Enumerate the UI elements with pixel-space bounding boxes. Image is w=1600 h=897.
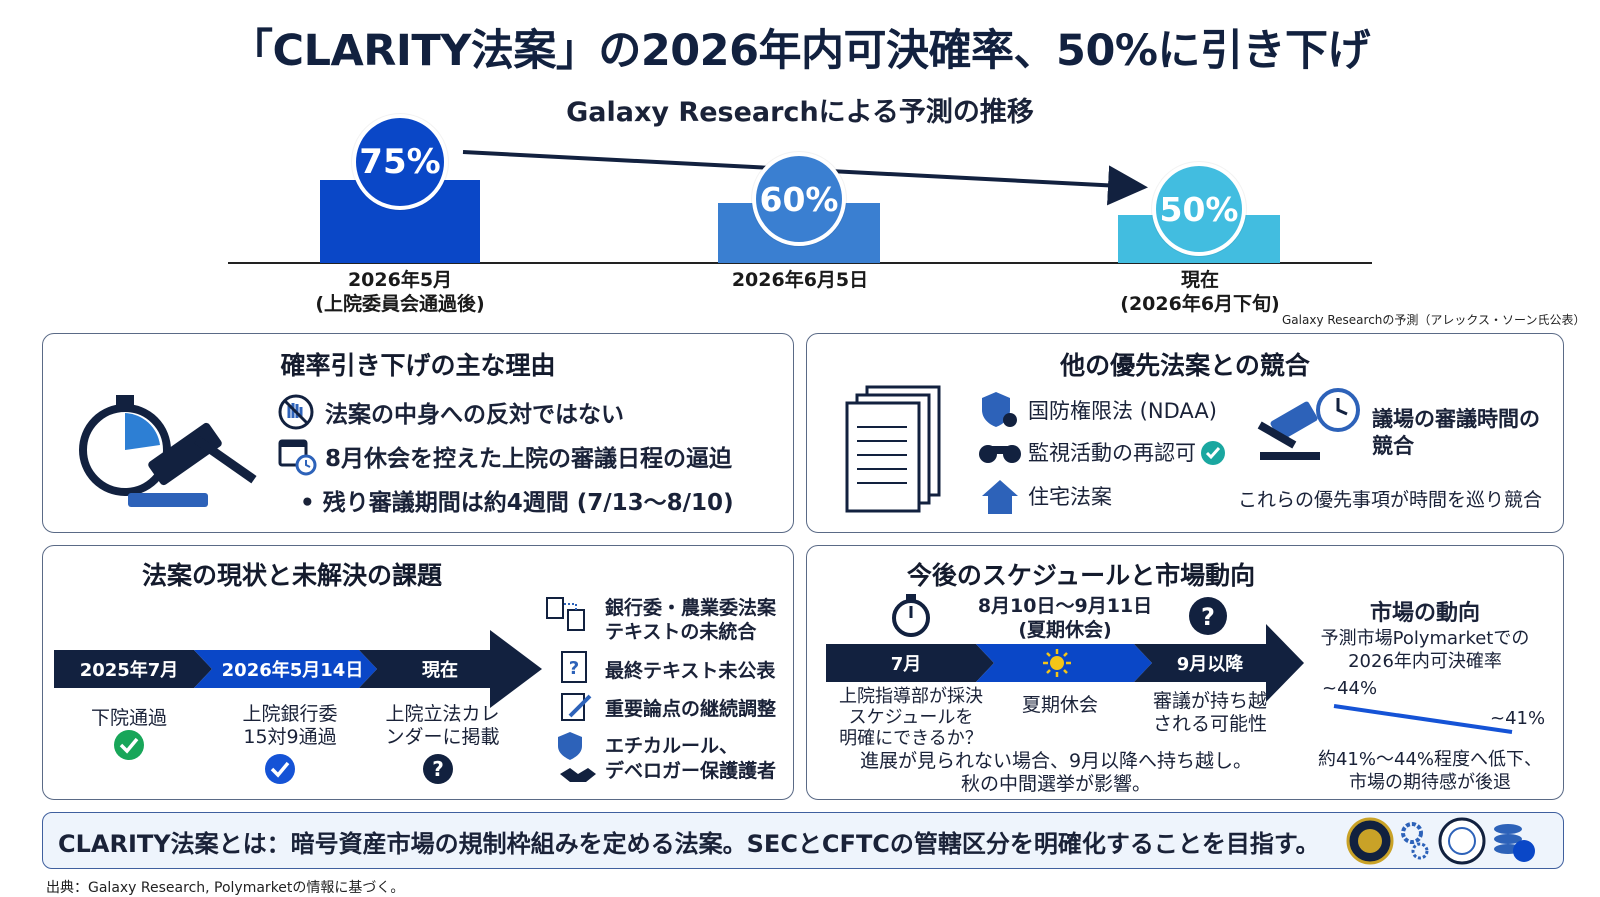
status-desc-1: 下院通過 [90, 707, 167, 729]
svg-text:?: ? [432, 757, 444, 781]
check-teal-icon [1201, 441, 1225, 465]
status-step-1: 2025年7月 [79, 660, 179, 681]
source-text: 出典：Galaxy Research, Polymarketの情報に基づく。 [46, 880, 405, 896]
page-title: 「CLARITY法案」の2026年内可決確率、50%に引き下げ [230, 26, 1370, 76]
schedule-step-1: 7月 [890, 654, 922, 675]
svg-text:?: ? [569, 658, 579, 679]
schedule-desc-2: 夏期休会 [1021, 694, 1098, 716]
market-heading: 市場の動向 [1369, 601, 1480, 626]
sun-icon [1043, 649, 1071, 677]
circle-50: 50% [1152, 162, 1246, 256]
market-note: 約41%〜44%程度へ低下、市場の期待感が後退 [1317, 749, 1542, 793]
competition-side-label: 議場の審議時間の競合 [1372, 407, 1540, 458]
status-step-2: 2026年5月14日 [221, 660, 364, 681]
issue-4: エチカルール、デベロガー保護護者 [605, 735, 777, 782]
house-icon [982, 480, 1018, 514]
schedule-step-3: 9月以降 [1176, 654, 1244, 675]
hand-stop-icon [278, 394, 314, 430]
issue-3: 重要論点の継続調整 [605, 698, 777, 720]
issue-1: 銀行委・農業委法案テキストの未統合 [605, 597, 777, 643]
timeline-label-may: 2026年5月(上院委員会通過後) [315, 269, 485, 315]
issue-2: 最終テキスト未公表 [605, 660, 776, 682]
documents-icon [845, 385, 941, 513]
reason-bullet: • 残り審議期間は約4週間 (7/13〜8/10) [300, 490, 734, 516]
gavel-clock-icon [1257, 388, 1360, 460]
circle-60: 60% [752, 152, 846, 246]
check-green-icon [114, 730, 144, 760]
page-subtitle: Galaxy Researchによる予測の推移 [566, 97, 1034, 128]
source-note: Galaxy Researchの予測（アレックス・ソーン氏公表） [1282, 313, 1586, 327]
schedule-period: 8月10日〜9月11日(夏期休会) [977, 595, 1153, 641]
status-step-3: 現在 [422, 660, 458, 681]
competition-item-2: 監視活動の再認可 [1028, 441, 1196, 465]
calendar-clock-icon [278, 439, 317, 476]
check-blue-icon [265, 754, 295, 784]
schedule-desc-1: 上院指導部が採決スケジュールを明確にできるか？ [839, 686, 983, 749]
competition-side-note: これらの優先事項が時間を巡り競合 [1238, 489, 1543, 511]
svg-text:?: ? [1201, 603, 1215, 631]
binoculars-icon [979, 445, 1021, 463]
reason-1: 法案の中身への反対ではない [325, 402, 624, 428]
trend-arrow [462, 150, 1148, 206]
stopwatch-gavel-icon [79, 395, 257, 507]
stopwatch-icon [892, 594, 930, 637]
documents-link-icon [546, 597, 585, 631]
circle-75: 75% [352, 114, 448, 210]
competition-item-3: 住宅法案 [1028, 485, 1112, 509]
schedule-desc-3: 審議が持ち越される可能性 [1152, 690, 1267, 735]
competition-item-1: 国防権限法 (NDAA) [1028, 399, 1217, 423]
timeline-label-now: 現在(2026年6月下旬) [1120, 269, 1280, 315]
market-start: ~44% [1322, 678, 1378, 699]
panel-competition-heading: 他の優先法案との競合 [1060, 351, 1310, 380]
document-edit-icon [561, 693, 592, 721]
question-circle-icon: ? [1189, 597, 1227, 635]
reason-2: 8月休会を控えた上院の審議日程の逼迫 [325, 446, 733, 472]
status-desc-3: 上院立法カレンダーに掲載 [385, 703, 500, 748]
definition-box [42, 812, 1564, 869]
panel-status-heading: 法案の現状と未解決の課題 [141, 561, 442, 590]
regulator-seals-icon [1346, 817, 1535, 865]
market-end: ~41% [1490, 708, 1546, 729]
timeline-baseline [228, 262, 1372, 264]
document-question-icon: ? [561, 651, 587, 683]
timeline-label-june5: 2026年6月5日 [731, 269, 869, 291]
shield-gear-icon [982, 392, 1017, 427]
definition-text: CLARITY法案とは：暗号資産市場の規制枠組みを定める法案。SECとCFTCの… [58, 830, 1320, 858]
schedule-note: 進展が見られない場合、9月以降へ持ち越し。秋の中間選挙が影響。 [859, 750, 1253, 795]
question-icon: ? [423, 754, 453, 784]
panel-reasons-heading: 確率引き下げの主な理由 [280, 351, 556, 380]
status-chevrons [54, 630, 542, 708]
market-trend-line [1333, 704, 1513, 734]
shield-handshake-icon [558, 732, 596, 782]
panel-schedule-heading: 今後のスケジュールと市場動向 [906, 561, 1256, 590]
